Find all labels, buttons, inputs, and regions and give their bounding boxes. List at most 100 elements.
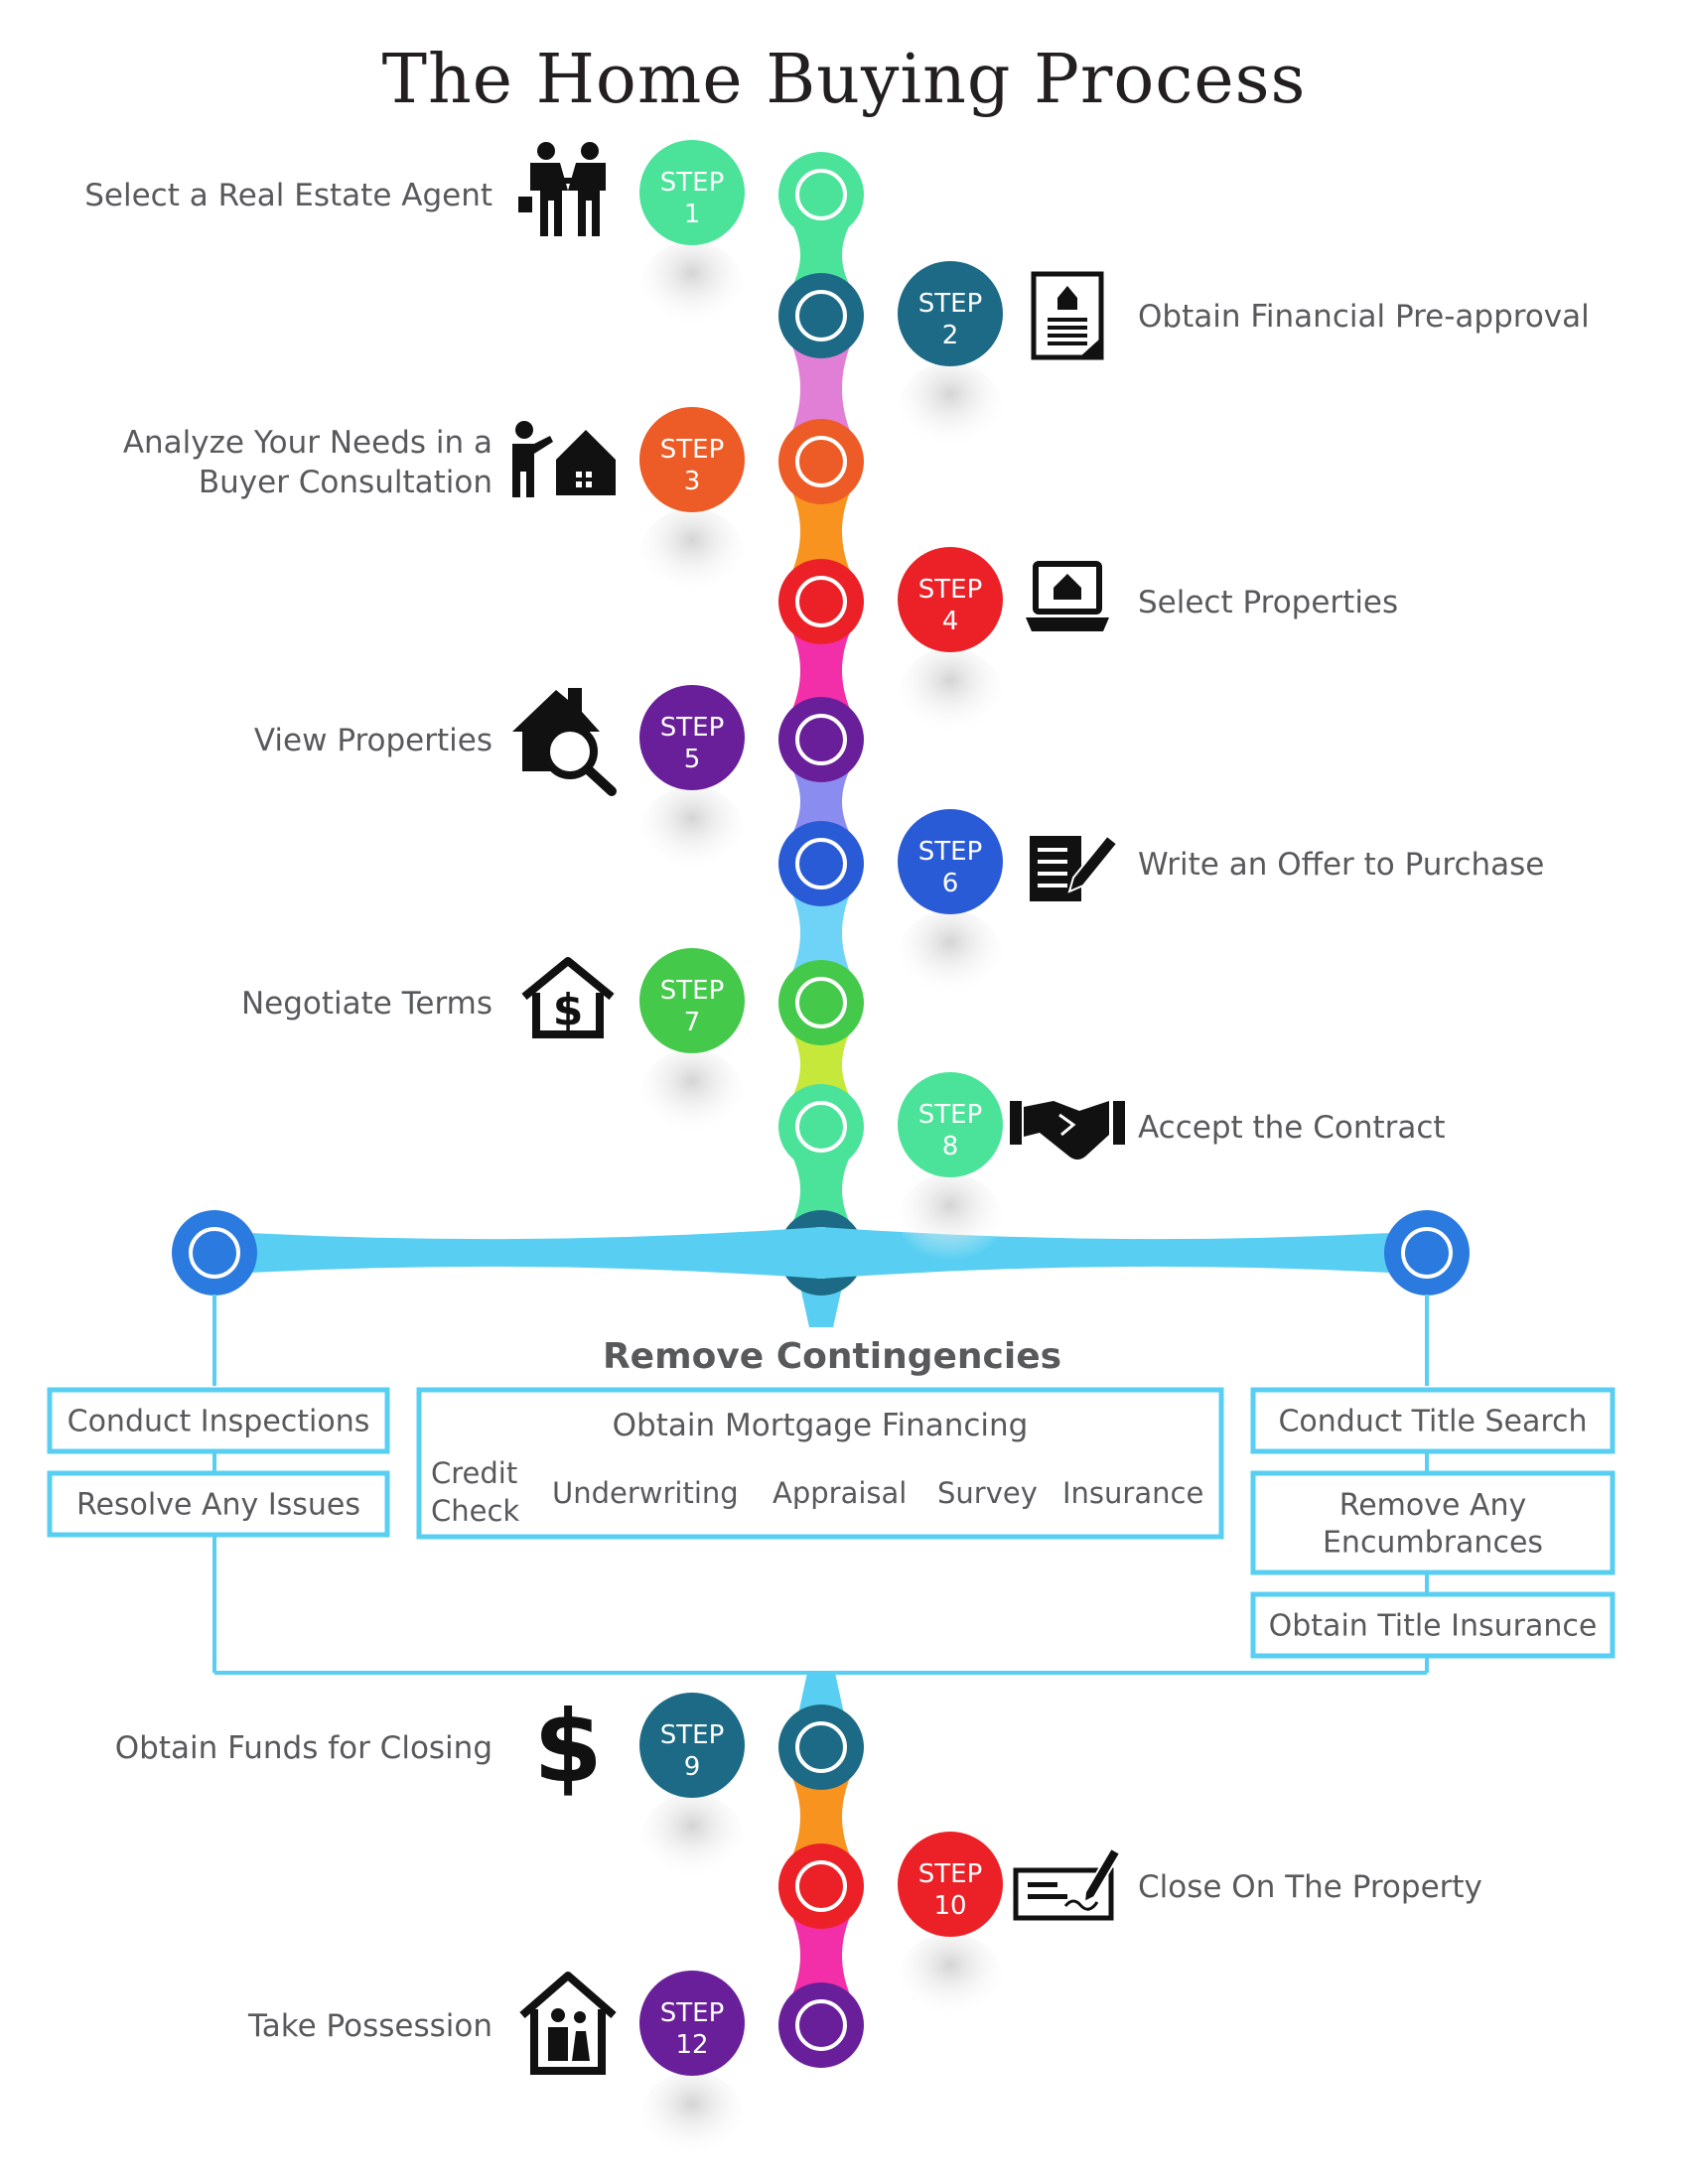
house-family-icon	[519, 1972, 617, 2075]
step-word: STEP	[660, 1998, 725, 2028]
step-circle	[639, 948, 745, 1053]
step-shadow	[640, 786, 744, 878]
step-number: 9	[684, 1752, 701, 1782]
check-signing-icon	[1013, 1846, 1122, 1921]
connector-10	[791, 1914, 851, 1997]
timeline-node-10	[778, 1843, 864, 1929]
connector-9	[791, 1775, 851, 1858]
step-number: 5	[684, 745, 701, 774]
step-circle	[639, 407, 745, 512]
branch-node-left	[172, 1210, 257, 1296]
box-mortgage-financing: Obtain Mortgage FinancingCreditCheckUnde…	[416, 1387, 1224, 1540]
connector-4	[791, 629, 851, 712]
timeline-node-8	[778, 1084, 864, 1169]
mortgage-item: Check	[431, 1494, 519, 1528]
timeline-node-3	[778, 419, 864, 504]
step-number: 7	[684, 1008, 701, 1037]
timeline-node-5	[778, 697, 864, 782]
step-number: 2	[942, 321, 959, 350]
agents-handshake-icon	[518, 142, 606, 236]
page-title: The Home Buying Process	[382, 41, 1307, 119]
step-shadow	[899, 648, 1002, 740]
connector-5	[791, 767, 851, 836]
step-shadow	[640, 1049, 744, 1141]
box-text: Conduct Title Search	[1278, 1405, 1587, 1439]
step-label: Negotiate Terms	[241, 986, 492, 1022]
connector-2	[791, 343, 851, 434]
step-label: Analyze Your Needs in a	[123, 425, 492, 461]
step-word: STEP	[918, 575, 983, 605]
step-shadow	[640, 508, 744, 600]
box-title-insurance: Obtain Title Insurance	[1250, 1591, 1616, 1659]
step-circle	[898, 809, 1003, 914]
step-number: 6	[942, 869, 959, 898]
step-circle	[639, 1971, 745, 2076]
box-text: Encumbrances	[1323, 1525, 1543, 1560]
step-circle	[639, 685, 745, 790]
connector-7	[791, 1030, 851, 1099]
step-number: 4	[942, 607, 959, 636]
step-label: Obtain Funds for Closing	[115, 1730, 492, 1766]
step-number: 10	[933, 1891, 966, 1921]
timeline-node-12	[778, 1982, 864, 2068]
step-circle	[898, 547, 1003, 652]
svg-text:$: $	[553, 985, 584, 1035]
timeline-node-7	[778, 960, 864, 1045]
mortgage-item: Survey	[937, 1476, 1038, 1510]
step-circle	[639, 1693, 745, 1798]
contingency-title: Remove Contingencies	[603, 1336, 1061, 1377]
timeline-node-2	[778, 273, 864, 358]
step-word: STEP	[660, 976, 725, 1006]
connector-8	[791, 1155, 851, 1225]
step-word: STEP	[660, 713, 725, 743]
mortgage-item: Appraisal	[773, 1476, 907, 1510]
step-circle	[898, 1072, 1003, 1177]
step-label: Select a Real Estate Agent	[84, 178, 492, 213]
step-shadow	[899, 1933, 1002, 2024]
step-shadow	[640, 2072, 744, 2163]
step-shadow	[899, 1173, 1002, 1265]
box-text: Remove Any	[1339, 1488, 1527, 1523]
timeline-node-9	[778, 1705, 864, 1790]
step-shadow	[899, 910, 1002, 1002]
step-word: STEP	[918, 1859, 983, 1889]
box-resolve-issues: Resolve Any Issues	[47, 1470, 390, 1538]
step-word: STEP	[918, 289, 983, 319]
step-word: STEP	[918, 1100, 983, 1130]
step-shadow	[899, 362, 1002, 454]
connector-6	[791, 891, 851, 975]
house-magnifier-icon	[512, 688, 617, 796]
step-shadow	[640, 1794, 744, 1885]
step-label: Write an Offer to Purchase	[1138, 847, 1544, 883]
step-number: 1	[684, 200, 701, 229]
timeline	[778, 152, 864, 2068]
step-circle	[898, 261, 1003, 366]
step-label: Accept the Contract	[1138, 1110, 1446, 1146]
step-number: 3	[684, 467, 701, 496]
branch-left	[214, 1227, 821, 1279]
step-word: STEP	[918, 837, 983, 867]
step-number: 8	[942, 1132, 959, 1161]
step-label: View Properties	[254, 723, 492, 758]
house-dollar-icon: $	[521, 957, 615, 1038]
mortgage-title: Obtain Mortgage Financing	[613, 1408, 1029, 1443]
document-house-icon	[1031, 271, 1104, 360]
step-circle	[898, 1832, 1003, 1937]
connector-1	[791, 222, 851, 288]
box-text: Conduct Inspections	[68, 1405, 370, 1439]
step-number: 12	[675, 2030, 708, 2060]
box-text: Obtain Title Insurance	[1269, 1609, 1598, 1644]
document-pen-icon	[1030, 834, 1119, 901]
box-conduct-inspections: Conduct Inspections	[47, 1387, 390, 1454]
connector-3	[791, 489, 851, 574]
